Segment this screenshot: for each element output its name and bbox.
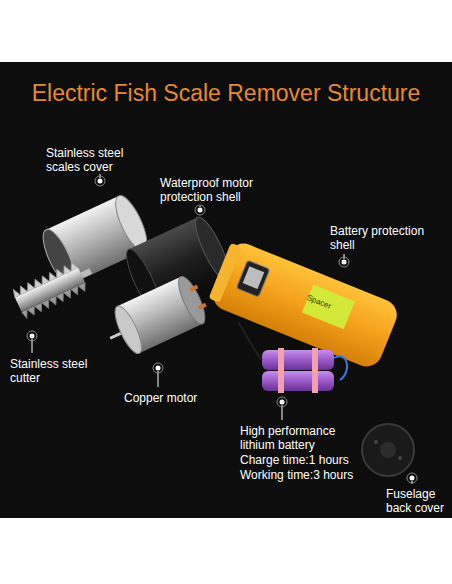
part-label: Stainless steel cutter [10,357,110,386]
callout-dots [27,176,417,483]
part-label: Stainless steel scales cover [46,146,156,175]
handle-shell [207,238,402,371]
part-label: Battery protection shell [330,224,440,253]
spec-label: Working time:3 hours [240,468,390,482]
spec-label: Charge time:1 hours [240,453,390,467]
back-cover [362,424,414,476]
part-label: Waterproof motor protection shell [160,176,290,205]
leader-lines [32,174,412,484]
copper-motor [99,272,213,362]
cutter [12,256,98,319]
dark-ground [0,62,452,518]
diagram-title: Electric Fish Scale Remover Structure [0,80,452,108]
lithium-battery [238,322,347,393]
part-label: High performance lithium battery [240,424,370,453]
part-label: Fuselage back cover [386,487,446,516]
part-label: Copper motor [124,391,234,405]
